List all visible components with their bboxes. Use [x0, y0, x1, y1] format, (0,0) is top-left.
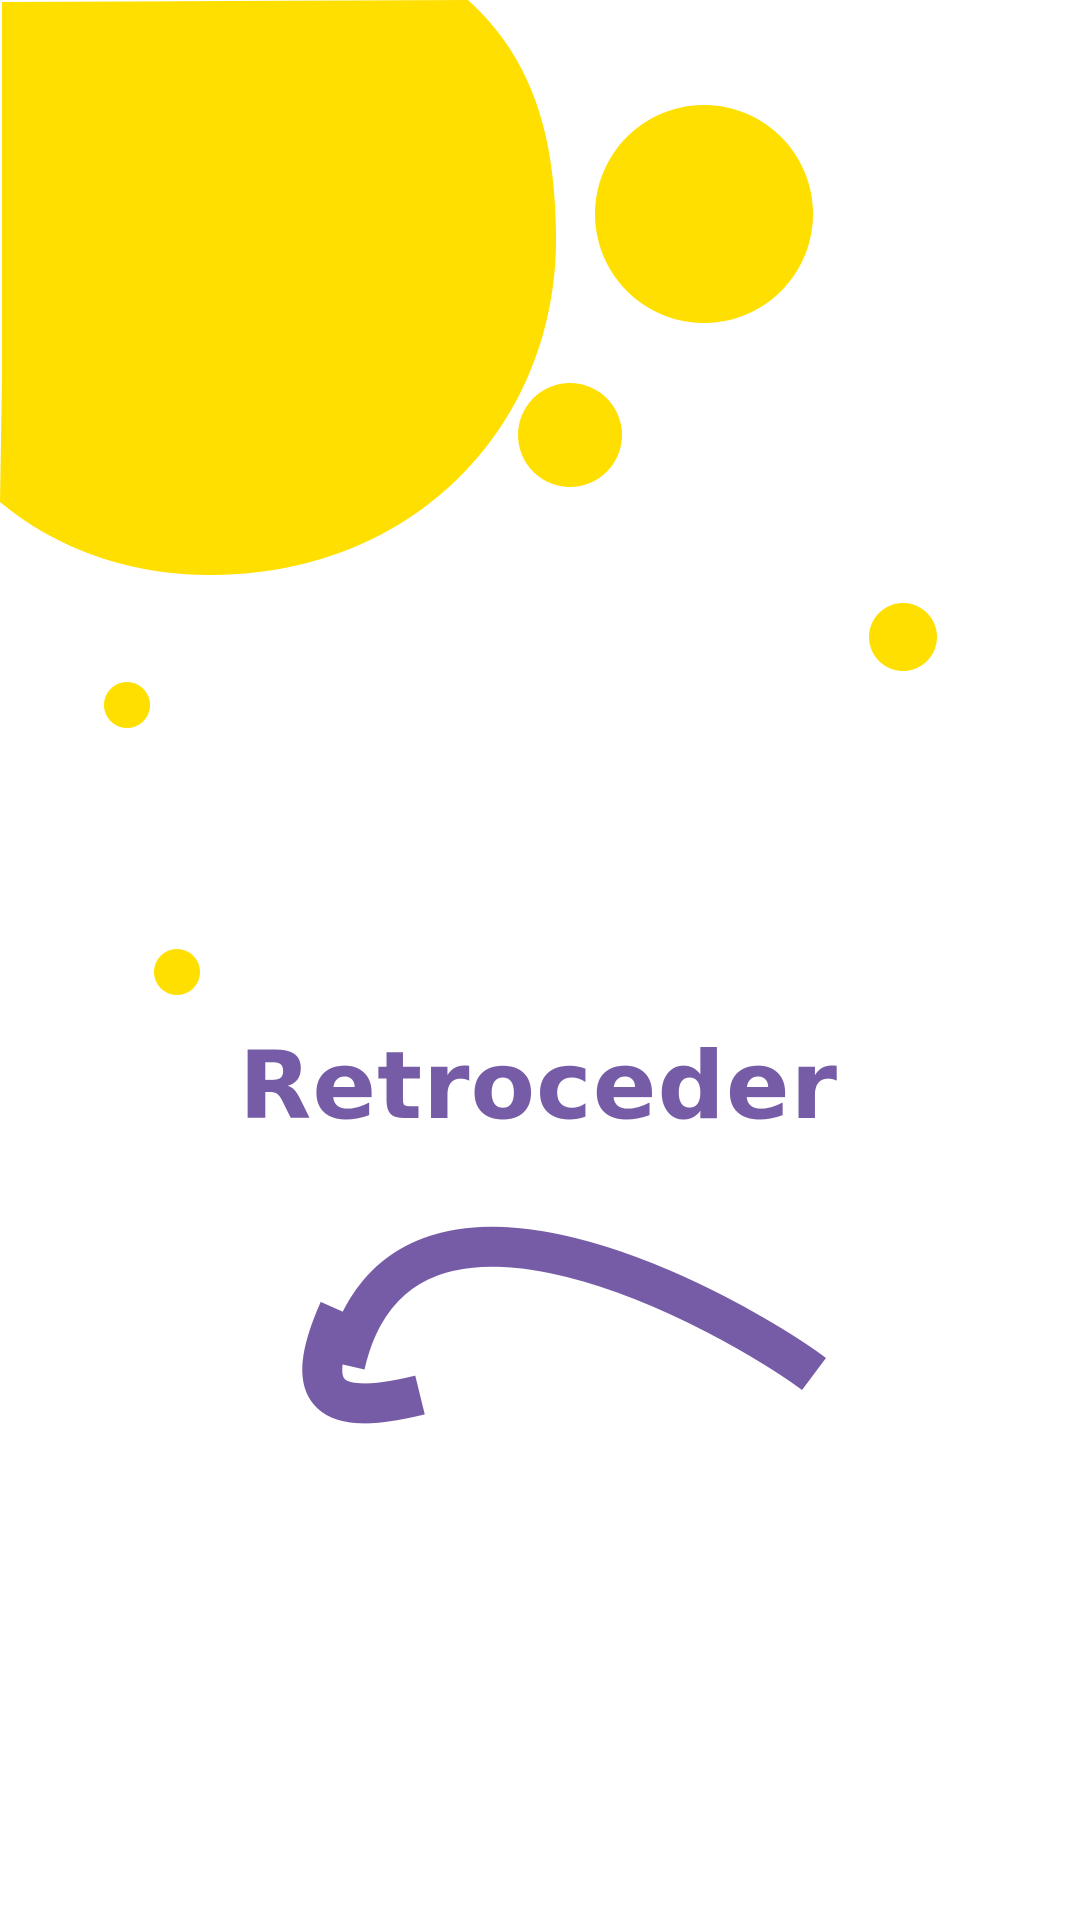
yellow-circle-small-right — [869, 603, 937, 671]
arrow-head — [302, 1301, 425, 1424]
arrow-shaft — [325, 1226, 826, 1391]
yellow-circle-small-left — [104, 682, 150, 728]
large-yellow-blob — [0, 0, 557, 576]
yellow-circle-medium — [518, 383, 622, 487]
yellow-circle-small-lower — [154, 949, 200, 995]
yellow-circle-large — [595, 105, 813, 323]
page-title: Retroceder — [239, 1032, 838, 1141]
